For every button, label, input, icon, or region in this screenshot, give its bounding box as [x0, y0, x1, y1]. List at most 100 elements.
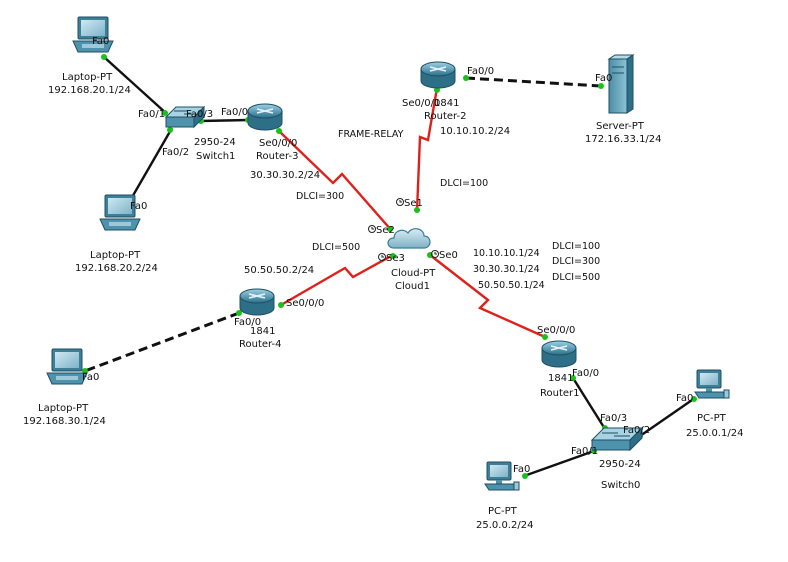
device-name-label: Router-3	[256, 151, 298, 162]
port-label: Se1	[404, 198, 423, 209]
link-switch0-pc1[interactable]	[639, 397, 696, 437]
device-model-label: 2950-24	[194, 137, 236, 148]
ip-label: 30.30.30.1/24	[473, 264, 540, 275]
port-light	[691, 396, 697, 402]
cloud-icon	[387, 228, 431, 249]
pc1[interactable]	[694, 369, 730, 399]
switch1[interactable]	[164, 105, 206, 129]
port-light	[101, 54, 107, 60]
dlci-label: DLCI=100	[552, 241, 600, 252]
port-label: Fa0	[595, 73, 612, 84]
port-label: Se0/0/0	[259, 138, 297, 149]
port-label: Se0/0/0	[537, 325, 575, 336]
device-model-label: 1841	[548, 373, 573, 384]
device-name-label: PC-PT	[488, 506, 518, 517]
ip-label: 10.10.10.2/24	[440, 126, 510, 137]
router3[interactable]	[247, 103, 283, 131]
switch-icon	[164, 105, 206, 129]
device-name-label: Switch0	[601, 480, 640, 491]
clock-icon	[396, 198, 404, 206]
port-light	[387, 226, 393, 232]
port-label: Fa0/2	[623, 425, 650, 436]
port-label: Se0/0/0	[402, 98, 440, 109]
cloud[interactable]	[387, 228, 431, 249]
router1[interactable]	[541, 340, 577, 368]
laptop-icon	[72, 16, 114, 53]
ip-label: 50.50.50.1/24	[478, 280, 545, 291]
labels: Fa0 Laptop-PT 192.168.20.1/24 Fa0/1 Fa0/…	[23, 36, 743, 531]
port-light	[522, 473, 528, 479]
device-name-label: Router-4	[239, 339, 281, 350]
ip-label: 192.168.30.1/24	[23, 416, 106, 427]
pc2[interactable]	[484, 461, 520, 491]
port-label: Fa0/1	[571, 446, 598, 457]
dlci-label: DLCI=500	[312, 242, 360, 253]
pc-icon	[484, 461, 520, 491]
laptop3[interactable]	[46, 348, 88, 385]
device-name-label: Laptop-PT	[62, 72, 113, 83]
port-label: Fa0	[92, 36, 109, 47]
laptop-icon	[99, 194, 141, 231]
clock-icon	[368, 225, 376, 233]
link-router4-laptop3[interactable]	[84, 311, 240, 373]
device-name-label: Router1	[540, 388, 580, 399]
ip-label: 25.0.0.2/24	[476, 520, 533, 531]
port-light	[278, 302, 284, 308]
port-label: Se0	[439, 250, 458, 261]
device-model-label: 1841	[250, 326, 275, 337]
port-light	[276, 128, 282, 134]
link-router1-cloud-serial[interactable]	[429, 254, 546, 339]
port-label: Fa0	[513, 464, 530, 475]
port-light	[414, 207, 420, 213]
port-light	[463, 75, 469, 81]
laptop-icon	[46, 348, 88, 385]
link-laptop2-switch1[interactable]	[129, 127, 174, 200]
router-icon	[247, 103, 283, 131]
router-icon	[420, 61, 456, 89]
link-router3-cloud-serial[interactable]	[278, 130, 393, 232]
device-name-label: Laptop-PT	[38, 403, 89, 414]
port-light	[598, 83, 604, 89]
link-switch1-router3[interactable]	[199, 118, 250, 123]
port-label: Fa0/2	[162, 147, 189, 158]
device-model-label: 1841	[434, 98, 459, 109]
port-light	[167, 127, 173, 133]
link-switch0-pc2[interactable]	[523, 449, 595, 478]
router2[interactable]	[420, 61, 456, 89]
links	[84, 56, 696, 478]
port-label: Fa0/3	[186, 109, 213, 120]
device-name-label: Cloud1	[395, 281, 430, 292]
port-lights	[82, 54, 697, 479]
pc-icon	[694, 369, 730, 399]
switch0[interactable]	[590, 426, 644, 452]
laptop2[interactable]	[99, 194, 141, 231]
cloud-port-indicators	[368, 198, 439, 261]
server[interactable]	[607, 54, 635, 114]
router-icon	[239, 288, 275, 316]
port-light	[236, 310, 242, 316]
ip-label: 50.50.50.2/24	[244, 265, 314, 276]
device-name-label: Server-PT	[596, 121, 645, 132]
dlci-label: DLCI=500	[552, 272, 600, 283]
link-router1-switch0[interactable]	[571, 377, 607, 430]
link-laptop1-switch1[interactable]	[103, 56, 168, 115]
frame-relay-label: FRAME-RELAY	[338, 129, 404, 140]
ip-label: 172.16.33.1/24	[585, 134, 662, 145]
port-label: Fa0/1	[138, 109, 165, 120]
device-name-label: Switch1	[196, 151, 235, 162]
port-label: Fa0	[82, 372, 99, 383]
port-label: Fa0/3	[600, 413, 627, 424]
router4[interactable]	[239, 288, 275, 316]
link-router2-server[interactable]	[465, 76, 602, 88]
dlci-label: DLCI=100	[440, 178, 488, 189]
port-label: Se0/0/0	[286, 298, 324, 309]
ip-label: 192.168.20.1/24	[48, 85, 131, 96]
laptop1[interactable]	[72, 16, 114, 53]
port-label: Fa0/0	[467, 66, 494, 77]
link-router4-cloud-serial[interactable]	[280, 253, 394, 307]
link-router2-cloud-serial[interactable]	[415, 87, 439, 212]
dlci-label: DLCI=300	[296, 191, 344, 202]
port-label: Fa0	[130, 201, 147, 212]
device-name-label: Cloud-PT	[391, 268, 436, 279]
